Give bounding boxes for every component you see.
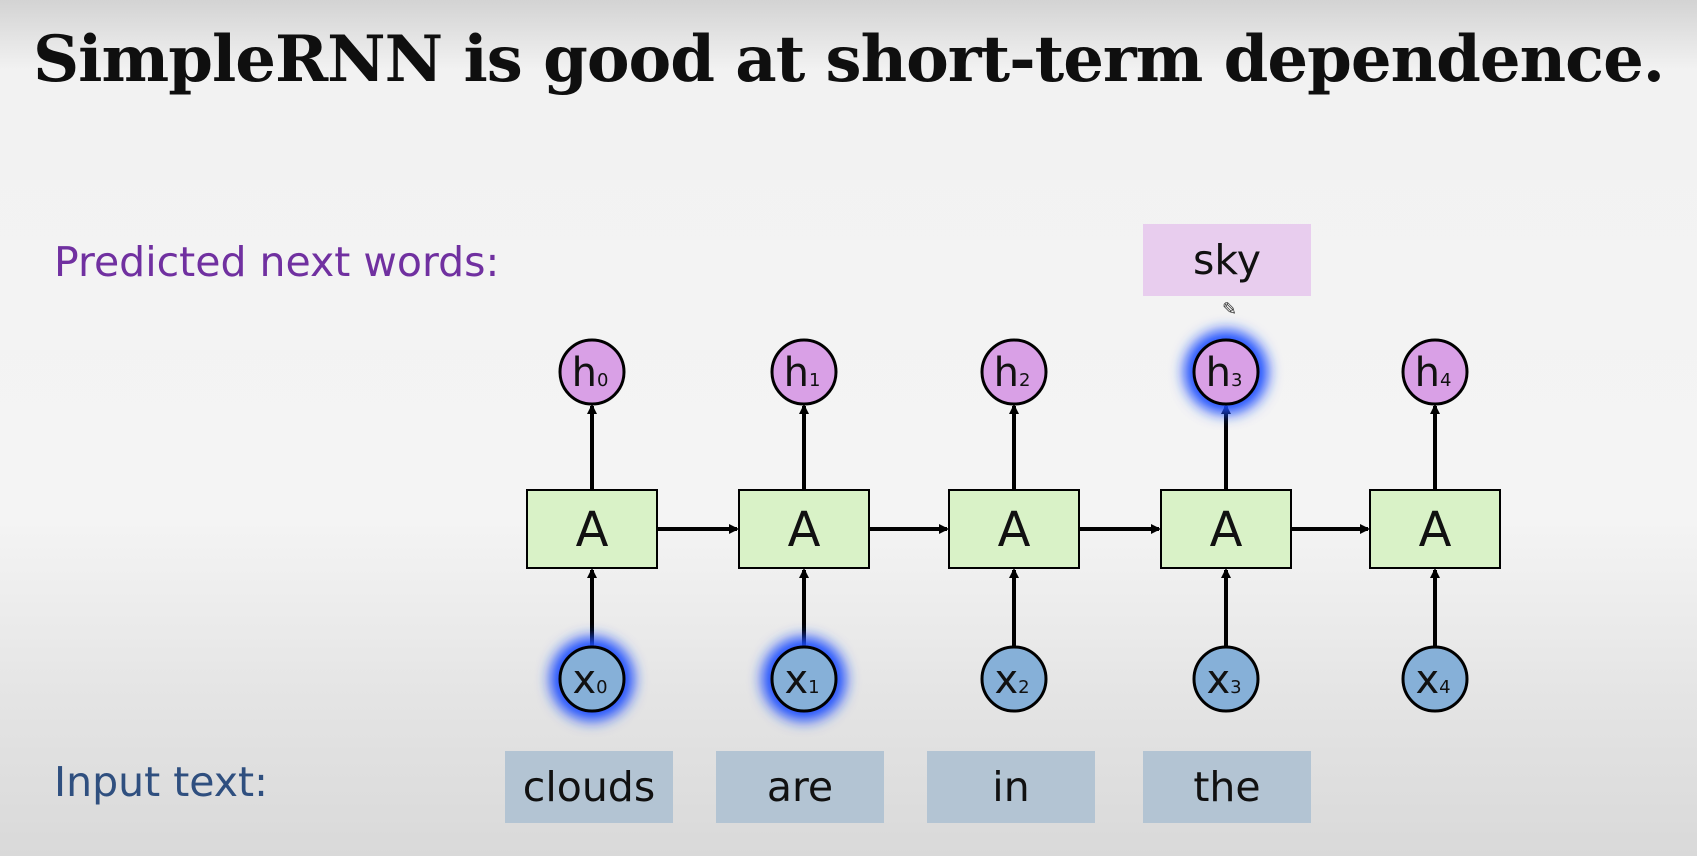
input-node <box>980 645 1048 713</box>
hidden-state-node <box>558 338 626 406</box>
rnn-cell <box>1369 489 1501 569</box>
hidden-state-label: h2 <box>994 350 1031 396</box>
hidden-state-node <box>1401 338 1469 406</box>
input-node <box>770 645 838 713</box>
input-node <box>558 645 626 713</box>
input-word-box: clouds <box>505 751 673 823</box>
input-text-label: Input text: <box>54 758 268 806</box>
rnn-cell <box>948 489 1080 569</box>
hidden-state-label: h4 <box>1415 350 1452 396</box>
slide-title: SimpleRNN is good at short-term dependen… <box>32 22 1665 97</box>
rnn-cell-label: A <box>788 502 821 558</box>
predicted-word-box: sky <box>1143 224 1311 296</box>
hidden-state-node <box>980 338 1048 406</box>
hidden-state-label: h1 <box>784 350 821 396</box>
input-word: are <box>766 763 834 811</box>
hidden-state-label: h3 <box>1206 350 1243 396</box>
predicted-word: sky <box>1193 236 1261 284</box>
input-word: clouds <box>522 763 656 811</box>
input-word: the <box>1193 763 1261 811</box>
rnn-cell <box>738 489 870 569</box>
hidden-state-node <box>770 338 838 406</box>
predicted-next-words-label: Predicted next words: <box>54 238 500 286</box>
rnn-cell-label: A <box>1419 502 1452 558</box>
rnn-cell <box>526 489 658 569</box>
hidden-state-node <box>1192 338 1260 406</box>
input-node-label: x0 <box>572 657 607 703</box>
input-node <box>1401 645 1469 713</box>
input-node-label: x2 <box>994 657 1029 703</box>
hidden-state-label: h0 <box>572 350 609 396</box>
input-word-box: are <box>716 751 884 823</box>
input-node-label: x1 <box>784 657 819 703</box>
input-word: in <box>992 763 1030 811</box>
input-node-label: x4 <box>1415 657 1450 703</box>
input-word-box: in <box>927 751 1095 823</box>
pen-cursor-icon: ✎ <box>1222 299 1238 319</box>
rnn-cell-label: A <box>998 502 1031 558</box>
input-node <box>1192 645 1260 713</box>
rnn-cell-label: A <box>576 502 609 558</box>
rnn-cell <box>1160 489 1292 569</box>
input-word-box: the <box>1143 751 1311 823</box>
rnn-cell-label: A <box>1210 502 1243 558</box>
input-node-label: x3 <box>1206 657 1241 703</box>
